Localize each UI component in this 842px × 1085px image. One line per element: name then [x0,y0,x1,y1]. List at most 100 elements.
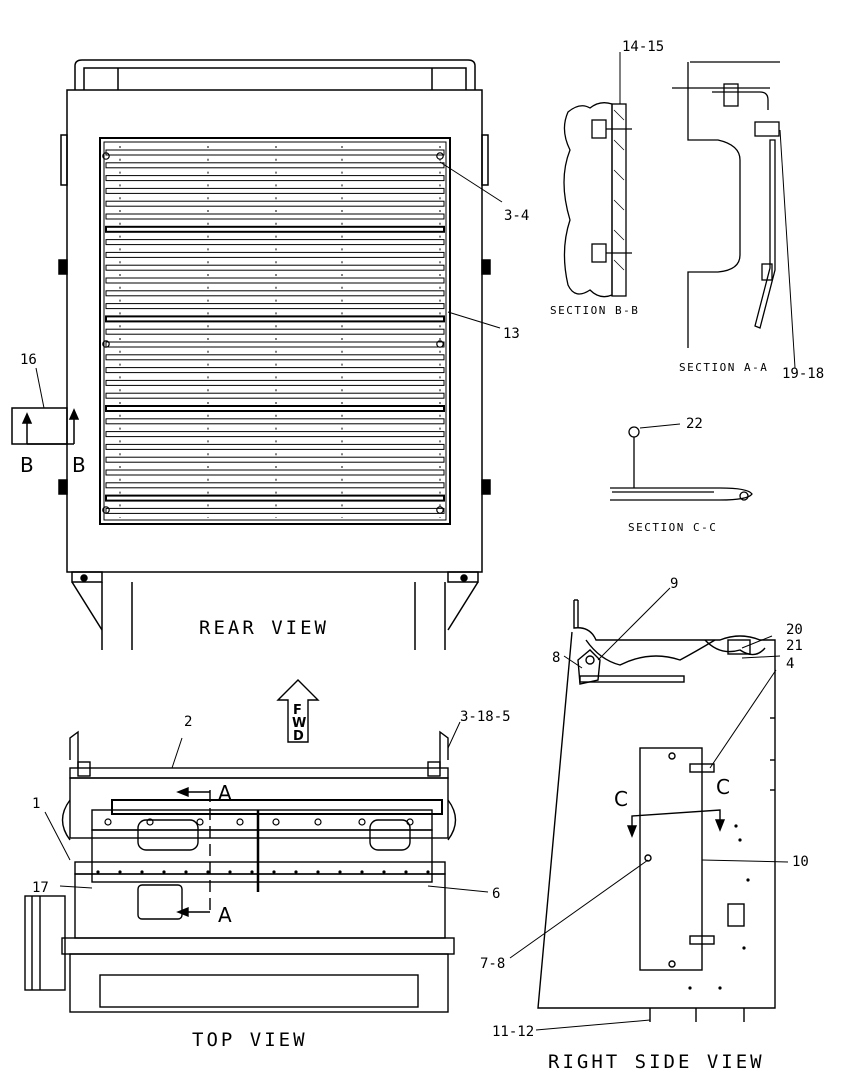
grille-slat [105,443,445,450]
section-b-marker [11,367,80,445]
section-mark-c-right: C [716,775,730,799]
grille-bolt [102,340,110,348]
section-mark-a-lower: A [218,903,232,927]
callout-1: 1 [32,796,40,812]
rear-view-title: REAR VIEW [199,617,329,639]
grille-slat [105,469,445,476]
grille-slat [105,431,445,438]
callout-17: 17 [32,880,49,896]
rivet [206,870,210,874]
grille-bolt [436,340,444,348]
callout-14-15: 14-15 [622,39,664,55]
callout-2: 2 [184,714,192,730]
grille-bolt [436,152,444,160]
grille-bolt [102,506,110,514]
grille-slat [105,405,445,412]
bolt [314,818,322,826]
callout-21: 21 [786,638,803,654]
grille-slat [105,328,445,335]
grille-slat [105,315,445,323]
bolt [196,818,204,826]
bolt [236,818,244,826]
grille-slat [105,200,445,207]
hole [738,838,742,842]
grille-slat [105,354,445,361]
bolt [272,818,280,826]
section-mark-c-left: C [614,787,628,811]
rivet [184,870,188,874]
right-side-view [439,161,789,1031]
grille-slat [105,162,445,169]
hole [734,824,738,828]
grille-slat [105,239,445,246]
rivet [294,870,298,874]
fwd-letter-w: W [292,716,306,731]
callout-9: 9 [670,576,678,592]
rivet [118,870,122,874]
section-b-b [563,52,632,298]
callout-3-4: 3-4 [504,208,529,224]
callout-22: 22 [686,416,703,432]
rear-view [58,59,491,573]
callout-11-12: 11-12 [492,1024,534,1040]
grille-slat [105,251,445,258]
callout-13: 13 [503,326,520,342]
section-c-c-title: SECTION C-C [628,521,717,534]
grille-slat [105,277,445,284]
rivet [338,870,342,874]
top-view [24,679,489,1013]
callout-16: 16 [20,352,37,368]
grille-slat [105,175,445,182]
grille-slat [105,418,445,425]
bolt [358,818,366,826]
rivet [404,870,408,874]
rivet [316,870,320,874]
grille-slat [105,367,445,374]
rivet [96,870,100,874]
rivet [272,870,276,874]
hole [718,986,722,990]
grille-slat [105,507,445,514]
rivet [140,870,144,874]
grille-slat [105,225,445,233]
rear-view-legs [71,571,479,650]
rivet [426,870,430,874]
grille-slat [105,494,445,502]
right-side-view-title: RIGHT SIDE VIEW [548,1051,765,1073]
rivet [228,870,232,874]
grille-slat [105,341,445,348]
grille-slat [105,290,445,297]
section-a-a-title: SECTION A-A [679,361,768,374]
fwd-letter-d: D [293,729,304,744]
callout-19-18: 19-18 [782,366,824,382]
bolt [406,818,414,826]
section-mark-a-upper: A [218,781,232,805]
callout-6: 6 [492,886,500,902]
top-view-bolts [96,818,430,874]
hole [742,946,746,950]
grille-slat [105,482,445,489]
rivet [162,870,166,874]
hole [746,878,750,882]
hole [688,986,692,990]
fwd-letter-f: F [293,703,302,718]
callout-3-18-5: 3-18-5 [460,709,511,725]
rivet [360,870,364,874]
grille-slat [105,392,445,399]
grille-slat [105,264,445,271]
grille-slat [105,303,445,310]
callout-10: 10 [792,854,809,870]
callout-20: 20 [786,622,803,638]
callout-4: 4 [786,656,794,672]
section-b-b-title: SECTION B-B [550,304,639,317]
section-mark-b-left: B [20,453,34,477]
bolt [146,818,154,826]
bolt [104,818,112,826]
top-view-title: TOP VIEW [192,1029,308,1051]
rivet [382,870,386,874]
grille-bolt [102,152,110,160]
grille-slat [105,456,445,463]
grille-slat [105,379,445,386]
section-c-c [610,423,753,501]
